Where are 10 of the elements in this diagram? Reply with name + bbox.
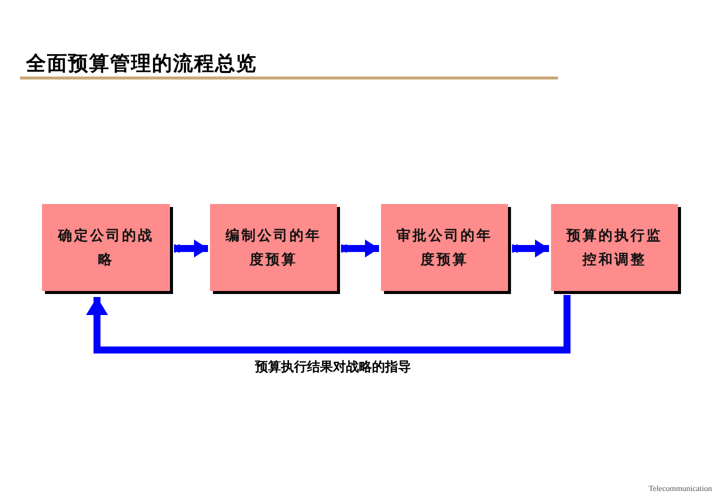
edge-label: 预算执行结果对战略的指导 (253, 358, 413, 376)
arrow (174, 240, 208, 258)
slide-title: 全面预算管理的流程总览 (26, 50, 257, 77)
process-box: 审批公司的年度预算 (381, 204, 508, 291)
process-box: 编制公司的年度预算 (210, 204, 337, 291)
process-box: 确定公司的战略 (42, 204, 170, 291)
process-box: 预算的执行监控和调整 (551, 204, 678, 291)
footer-text: Telecommunication (648, 484, 712, 493)
arrow (341, 240, 379, 258)
arrow (512, 240, 549, 258)
